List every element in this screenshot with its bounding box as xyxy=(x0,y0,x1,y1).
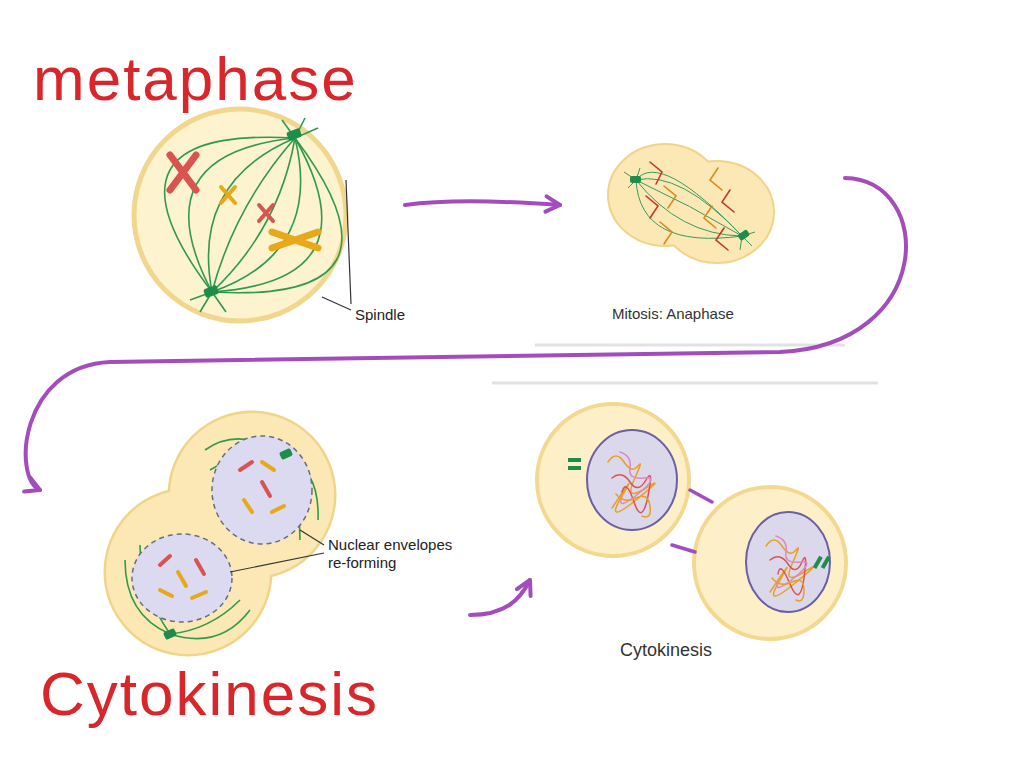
telophase-cell-part-part xyxy=(244,500,252,512)
arrow-head xyxy=(545,196,560,211)
anaphase-cell-part-part xyxy=(710,168,722,190)
anaphase-cell-part xyxy=(646,162,734,250)
daughter-cells-part-part xyxy=(772,578,804,601)
telophase-cell-part xyxy=(212,436,312,544)
metaphase-cell-part-part xyxy=(272,232,318,248)
metaphase-cell-part-part xyxy=(212,138,295,292)
daughter-cells-part xyxy=(694,487,846,639)
stage-panel: metaphase xyxy=(25,45,405,335)
daughter-cells-part-part xyxy=(616,494,650,517)
daughter-cells-part xyxy=(746,512,830,612)
handwritten-heading: metaphase xyxy=(33,45,358,113)
metaphase-cell-part-part xyxy=(212,138,295,292)
daughter-cells-part-part xyxy=(766,540,813,596)
stage-panel: Cytokinesis xyxy=(530,390,880,670)
telophase-cell-part-part xyxy=(272,506,284,512)
anaphase-cell-part-part xyxy=(650,162,662,184)
flow-arrow xyxy=(24,178,906,492)
metaphase-cell-part-part xyxy=(212,138,342,293)
telophase-cell-part xyxy=(160,462,284,598)
arrow-line xyxy=(470,580,530,615)
daughter-cells xyxy=(492,383,878,639)
metaphase-cell-part xyxy=(170,155,318,248)
telophase-cell-part-part xyxy=(192,592,206,598)
metaphase-cell-part-part xyxy=(212,138,301,292)
telophase-cell-part-part xyxy=(160,590,172,596)
daughter-cells-part-part xyxy=(620,452,651,504)
metaphase-cell-part xyxy=(165,118,342,312)
anaphase-cell-part-part xyxy=(636,180,742,236)
metaphase-cell-part-part xyxy=(208,138,295,292)
daughter-cells-part xyxy=(587,430,677,530)
anaphase-cell-part xyxy=(624,168,755,250)
metaphase-cell-part xyxy=(134,109,346,321)
daughter-cells-part-part xyxy=(776,536,807,588)
telophase-cell-part xyxy=(230,530,324,572)
anaphase-cell-part xyxy=(535,120,845,346)
stage-panel: Cytokinesis xyxy=(40,415,470,745)
flow-arrow xyxy=(405,196,560,211)
anaphase-cell-part-part xyxy=(636,172,742,236)
anaphase-cell-part xyxy=(535,344,845,347)
anaphase-cell-part-part xyxy=(716,228,728,250)
telophase-cell-part-part xyxy=(262,462,274,470)
anaphase-cell-part-part xyxy=(636,179,742,236)
metaphase-cell-part xyxy=(286,128,302,141)
telophase-cell-part xyxy=(279,448,293,460)
arrow-head xyxy=(24,477,40,491)
telophase-cell-part-part xyxy=(178,572,186,586)
handwritten-heading: Cytokinesis xyxy=(40,660,379,728)
anaphase-cell xyxy=(535,120,845,346)
telophase-cell xyxy=(106,413,334,654)
metaphase-cell-part-part xyxy=(170,155,196,190)
daughter-cells-part-part xyxy=(612,475,651,513)
arrow-line xyxy=(405,201,560,205)
flow-arrow xyxy=(470,580,531,615)
daughter-cells-part xyxy=(568,458,581,462)
telophase-cell-part-part xyxy=(240,462,252,470)
telophase-cell-part xyxy=(132,534,232,622)
anaphase-cell-part-part xyxy=(636,180,742,236)
daughter-cells-part xyxy=(492,382,878,385)
daughter-cells-part xyxy=(672,490,712,552)
anaphase-cell-part-part xyxy=(660,222,672,244)
metaphase-cell xyxy=(134,109,351,321)
anaphase-cell-part-part xyxy=(636,180,742,238)
daughter-cells-part xyxy=(608,452,813,601)
telophase-cell-part-part xyxy=(160,556,170,565)
anaphase-cell-part xyxy=(737,229,750,241)
daughter-cells-part xyxy=(568,466,581,470)
daughter-cells-part xyxy=(537,404,689,556)
telophase-cell-part-part xyxy=(196,560,204,574)
panel-caption: Cytokinesis xyxy=(620,640,712,662)
metaphase-cell-part xyxy=(203,285,219,298)
panel-caption: Mitosis: Anaphase xyxy=(612,305,734,323)
anaphase-cell-part-part xyxy=(722,190,734,212)
anaphase-cell-part-part xyxy=(664,186,676,208)
stage-panel: Mitosis: Anaphase xyxy=(560,125,845,345)
metaphase-cell-part-part xyxy=(189,138,295,292)
arrow-line xyxy=(26,178,906,490)
anaphase-cell-part xyxy=(630,176,641,183)
anaphase-cell-part-part xyxy=(624,168,640,188)
daughter-cells-part xyxy=(821,556,831,569)
metaphase-cell-part-part xyxy=(212,138,322,292)
arrow-head xyxy=(517,580,531,596)
metaphase-cell-part-part xyxy=(259,205,273,221)
anaphase-cell-part-part xyxy=(646,196,658,218)
part-label: Nuclear envelopes re-forming xyxy=(328,536,468,572)
telophase-cell-part-part xyxy=(262,482,270,496)
metaphase-cell-part xyxy=(322,180,351,310)
metaphase-cell-part-part xyxy=(165,137,295,292)
metaphase-cell-part-part xyxy=(221,187,235,203)
part-label: Spindle xyxy=(355,306,405,324)
telophase-cell-part xyxy=(163,628,177,640)
anaphase-cell-part-part xyxy=(704,206,716,228)
